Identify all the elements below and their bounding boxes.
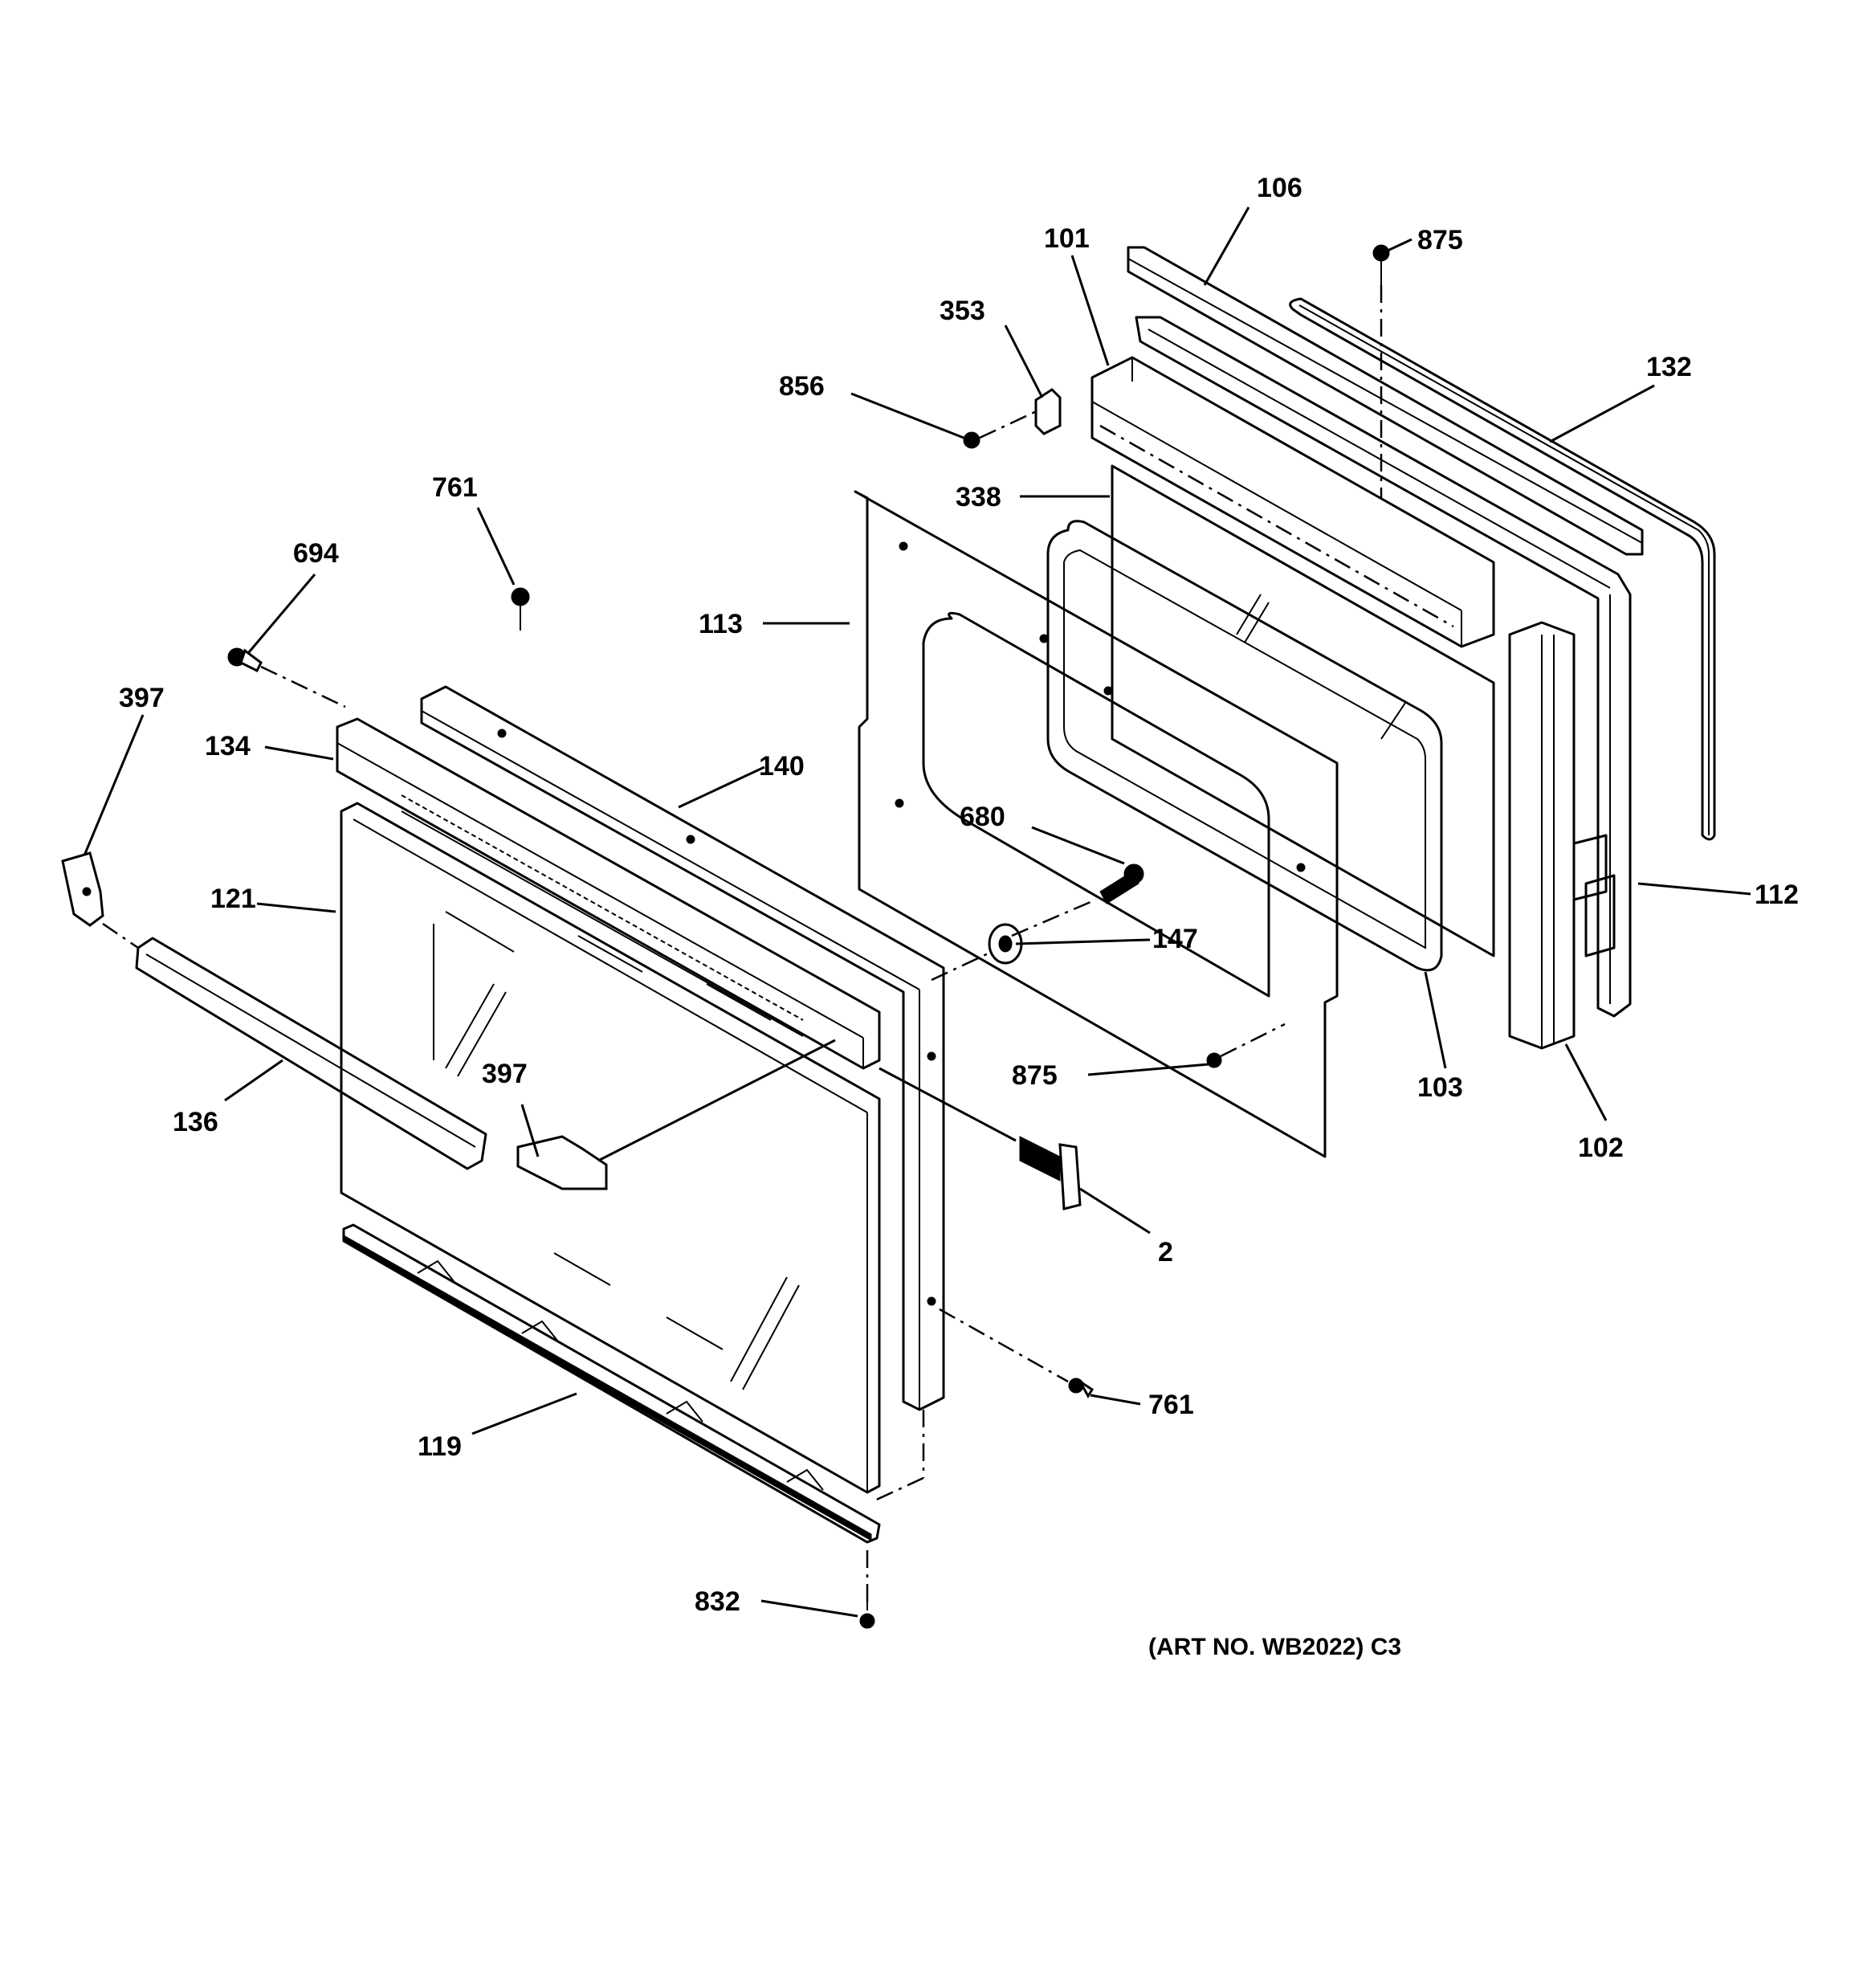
callout-119: 119 [418, 1431, 462, 1462]
callout-140: 140 [759, 751, 805, 782]
part-2-clip [1019, 1136, 1082, 1210]
callout-397-right: 397 [482, 1059, 528, 1089]
callout-101: 101 [1044, 223, 1090, 254]
vent-slots [401, 794, 804, 1037]
part-134-vent-strip [336, 717, 881, 1070]
part-113-inner-door-panel [854, 490, 1339, 1158]
part-680-screw [1099, 863, 1144, 904]
part-875-screw-bottom [1206, 1052, 1222, 1068]
callout-132: 132 [1646, 352, 1692, 382]
part-121-outer-glass [340, 802, 881, 1494]
callout-121: 121 [210, 884, 256, 914]
callout-856: 856 [779, 371, 825, 402]
leader-lines [83, 206, 1751, 1618]
part-761-screw-top [511, 587, 530, 631]
callout-761-top: 761 [432, 472, 478, 503]
art-number-caption: (ART NO. WB2022) C3 [1148, 1634, 1401, 1660]
part-856-screw [963, 431, 980, 449]
part-101-insulation-top [1090, 356, 1495, 648]
part-132-door-gasket [1289, 297, 1716, 841]
part-353-hinge-bracket [1034, 388, 1062, 435]
part-103-window-frame [1046, 520, 1443, 972]
callout-106: 106 [1257, 173, 1302, 203]
part-338-inner-glass [1111, 464, 1495, 957]
part-119-bottom-trim [342, 1223, 881, 1544]
callout-875-top: 875 [1417, 225, 1463, 255]
callout-694: 694 [293, 538, 339, 569]
callout-397-left: 397 [119, 683, 165, 713]
callout-134: 134 [205, 731, 251, 761]
part-397-handle-cap-right [516, 1135, 608, 1190]
part-106-vent-strip [1127, 246, 1644, 556]
part-102-side-insulation [1508, 621, 1576, 1050]
callout-labels: 106 875 101 353 132 856 761 338 694 113 … [119, 173, 1799, 1617]
callout-2: 2 [1158, 1237, 1173, 1268]
part-875-screw-top [1372, 244, 1390, 285]
part-761-screw-bottom [1068, 1378, 1095, 1398]
part-112-inner-door-liner [1135, 316, 1632, 1018]
callout-103: 103 [1417, 1072, 1463, 1103]
callout-147: 147 [1152, 924, 1198, 954]
callout-353: 353 [940, 296, 985, 326]
callout-875-bottom: 875 [1012, 1060, 1058, 1091]
callout-680: 680 [960, 802, 1005, 832]
callout-761-bottom: 761 [1148, 1390, 1194, 1420]
part-136-handle [135, 937, 487, 1170]
part-140-outer-door-frame [420, 685, 945, 1411]
callout-136: 136 [173, 1107, 218, 1137]
callout-338: 338 [956, 482, 1001, 512]
part-397-handle-cap-left [61, 851, 104, 927]
part-832-screw [859, 1598, 875, 1629]
callout-113: 113 [699, 609, 743, 639]
part-694-screw [227, 647, 263, 673]
callout-832: 832 [695, 1586, 740, 1617]
callout-102: 102 [1578, 1133, 1624, 1163]
callout-112: 112 [1755, 880, 1799, 910]
